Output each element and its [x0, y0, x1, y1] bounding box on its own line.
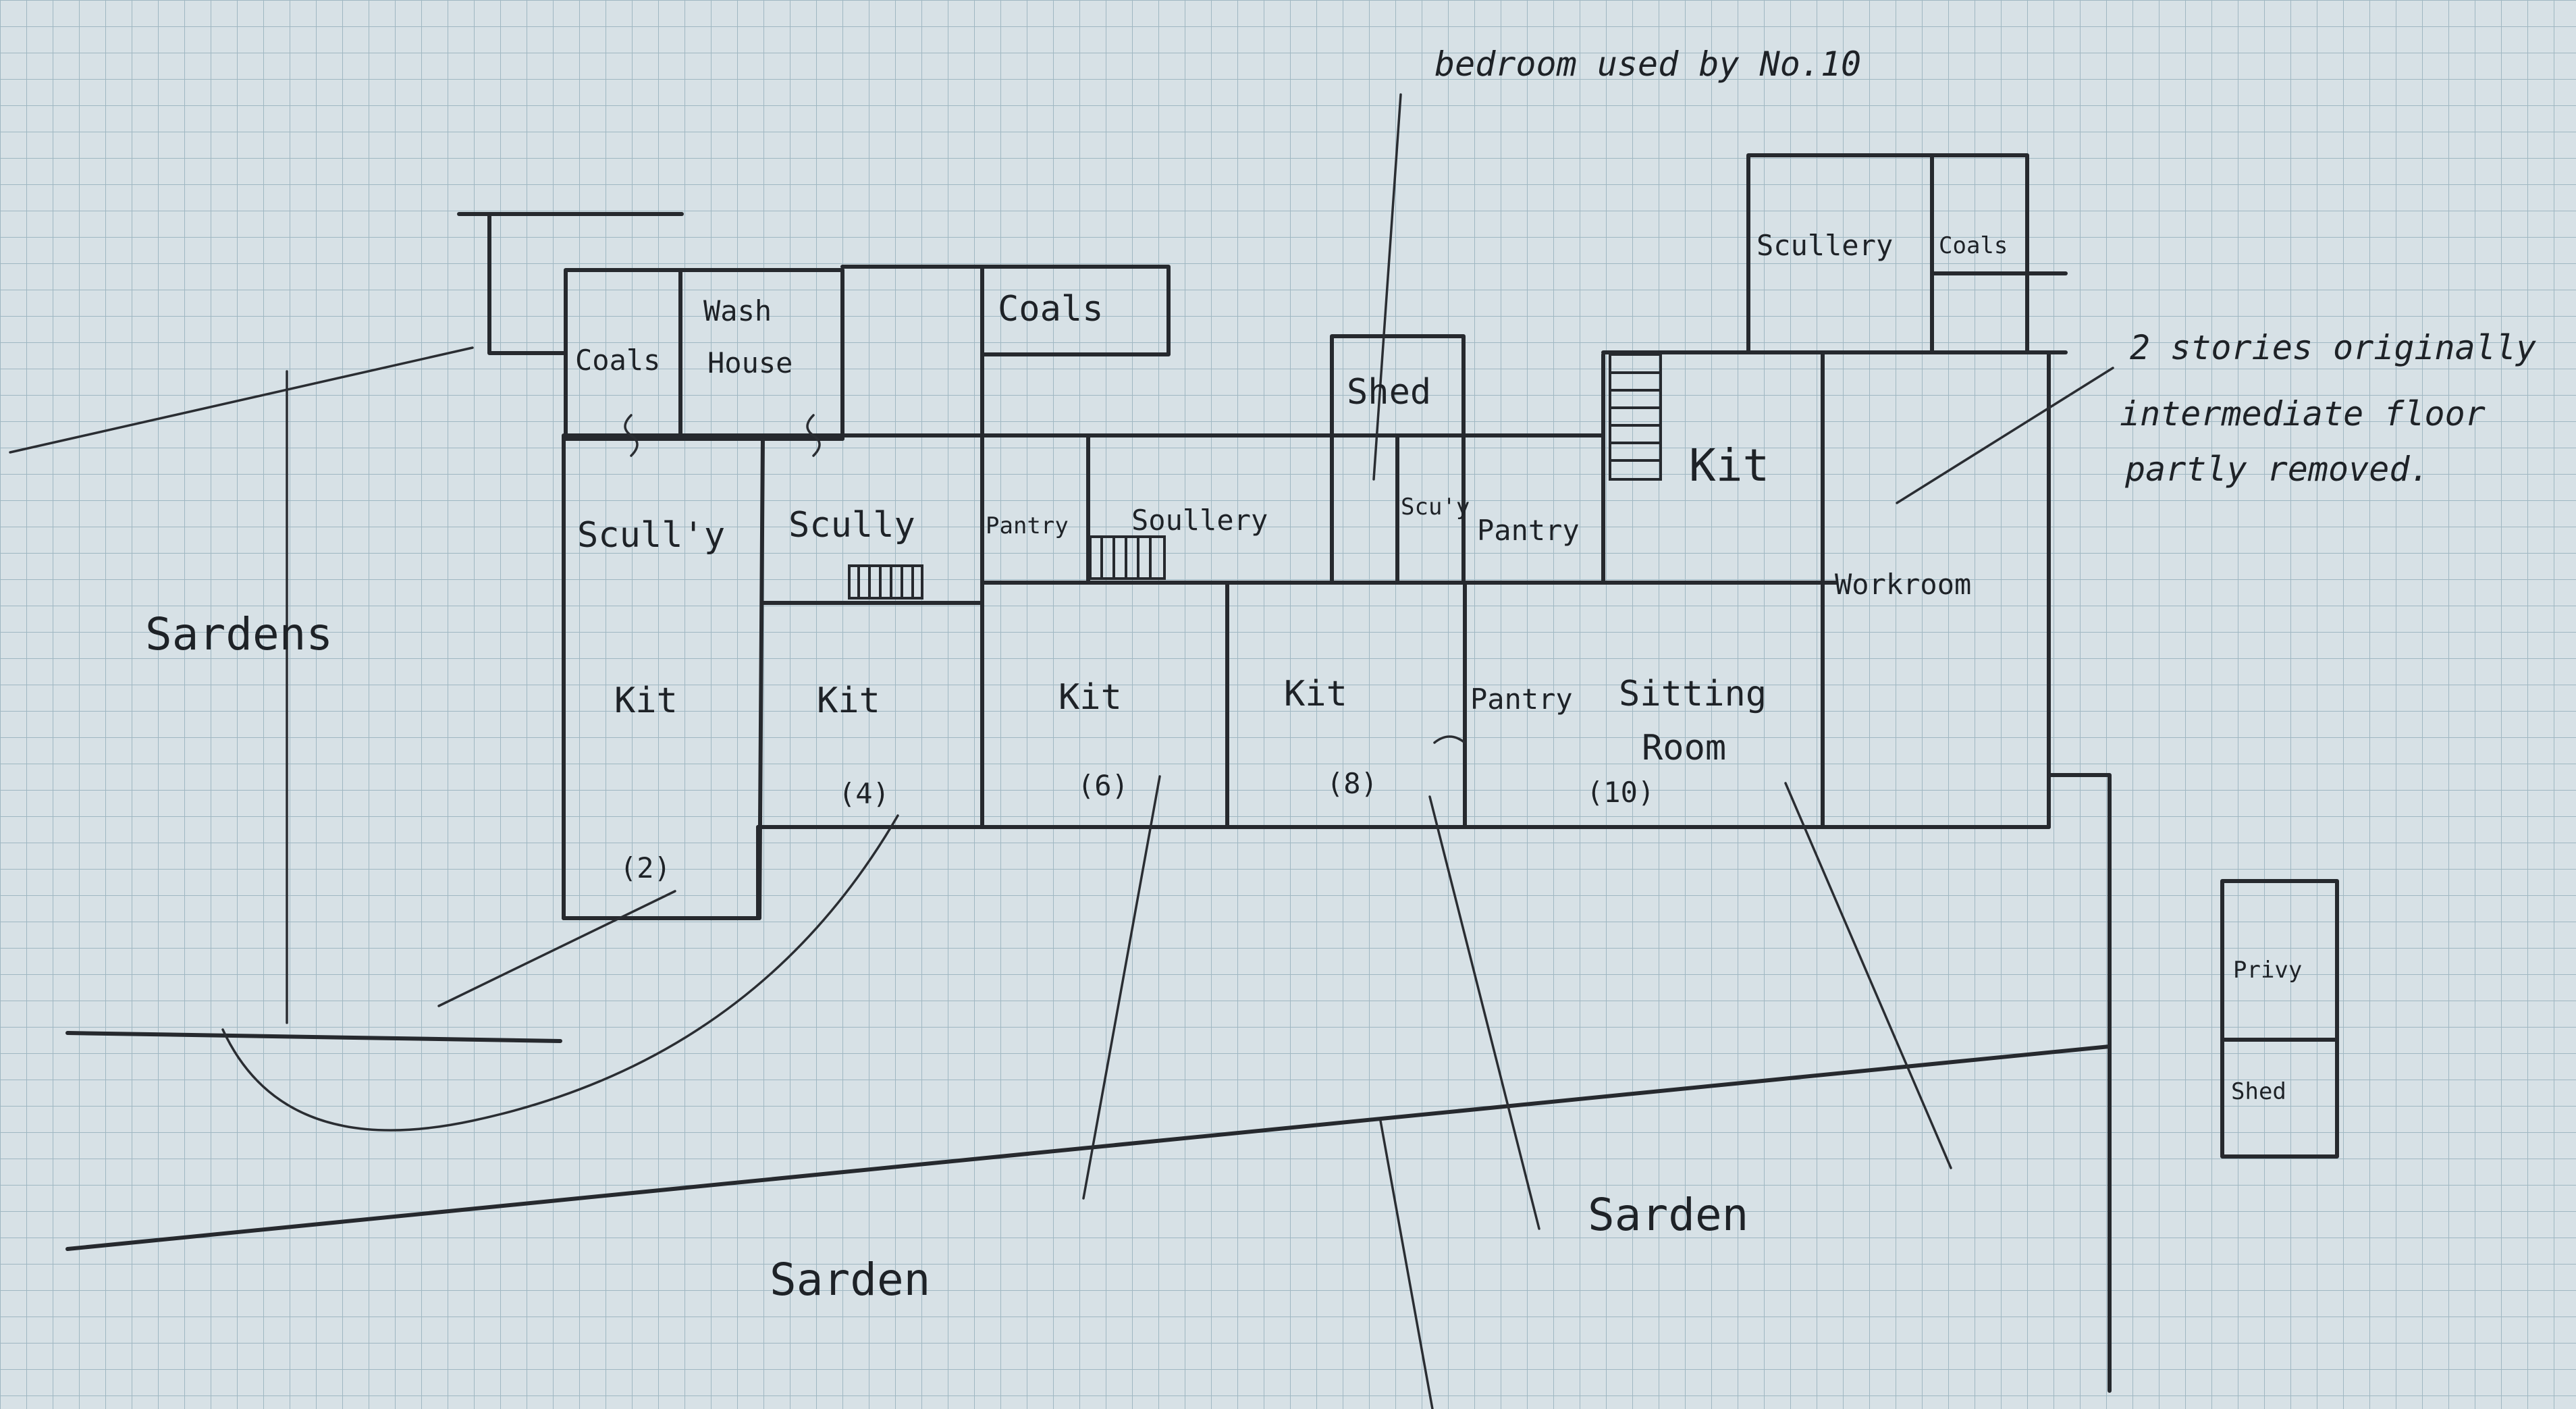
left-outbuilding-post [487, 212, 568, 355]
label-privy: Privy [2233, 957, 2302, 984]
label-shed-small: Shed [2231, 1078, 2286, 1105]
scullery-coals-block [1746, 153, 2029, 354]
label-scullery-right: Scullery [1756, 229, 1893, 262]
top-left-diagonal [9, 346, 474, 454]
label-pantry-3: Pantry [1470, 683, 1573, 716]
label-num-2: (2) [620, 851, 671, 884]
label-kit-right: Kit [1689, 440, 1769, 491]
label-scullery-1: Soullery [1131, 504, 1268, 537]
right-garden-boundary [2047, 773, 2112, 1393]
label-coals-1: Coals [575, 344, 660, 377]
label-wash-2: House [707, 346, 793, 379]
label-note-3: partly removed. [2124, 450, 2430, 489]
coals-block [840, 265, 1171, 356]
label-kit-6: Kit [1058, 677, 1122, 718]
path-curve [221, 814, 899, 1132]
privy-shed-block [2220, 879, 2339, 1159]
label-scully-2: Scully [788, 505, 915, 546]
label-workroom: Workroom [1835, 568, 1971, 601]
left-garden-boundary [65, 1031, 562, 1043]
path-line-8 [1428, 795, 1540, 1230]
label-pantry-1: Pantry [986, 512, 1069, 539]
labels: Sardens Coals Wash House Coals Scull'y S… [145, 45, 2536, 1306]
bedroom-leader [1372, 93, 1402, 481]
label-note-2: intermediate floor [2120, 394, 2486, 433]
label-garden-right: Sarden [1588, 1189, 1748, 1241]
label-num-10: (10) [1586, 776, 1655, 809]
label-pantry-2: Pantry [1477, 514, 1580, 547]
label-scu-small: Scu'y [1401, 494, 1470, 521]
label-num-8: (8) [1326, 767, 1378, 800]
pantry-3-door-mark [1433, 735, 1466, 744]
label-gardens-left: Sardens [145, 608, 333, 660]
label-scully-1: Scull'y [577, 515, 725, 556]
note-leader [1896, 367, 2114, 504]
house2-house4-party-wall [757, 433, 765, 920]
stairs-6 [1089, 535, 1166, 580]
label-num-6: (6) [1077, 769, 1129, 802]
stairs [848, 353, 1662, 600]
label-sitting-1: Sitting [1619, 674, 1767, 714]
label-wash-1: Wash [703, 294, 772, 327]
label-coals-right: Coals [1939, 232, 2008, 259]
label-num-4: (4) [838, 777, 890, 810]
stairs-4 [848, 564, 923, 600]
label-coals-2: Coals [998, 289, 1104, 329]
path-line-left [437, 890, 676, 1007]
walls [65, 153, 2339, 1393]
label-kit-2: Kit [614, 681, 678, 721]
thin-lines [9, 93, 2114, 1409]
path-line-10 [1784, 782, 1952, 1169]
label-garden-bottom: Sarden [770, 1254, 930, 1306]
scully-2-door-mark [624, 414, 639, 457]
scully-4-door-mark [806, 414, 821, 457]
garden-vertical [1379, 1119, 1434, 1409]
path-line-6 [1082, 775, 1161, 1200]
label-shed: Shed [1347, 372, 1431, 413]
label-note-1: 2 stories originally [2130, 328, 2536, 367]
label-sitting-2: Room [1642, 728, 1726, 768]
garden-boundary-diagonal [65, 1044, 2112, 1251]
label-kit-8: Kit [1284, 674, 1347, 714]
stairs-right [1609, 353, 1662, 481]
label-kit-4: Kit [817, 681, 880, 721]
label-bedroom-note: bedroom used by No.10 [1434, 45, 1861, 84]
